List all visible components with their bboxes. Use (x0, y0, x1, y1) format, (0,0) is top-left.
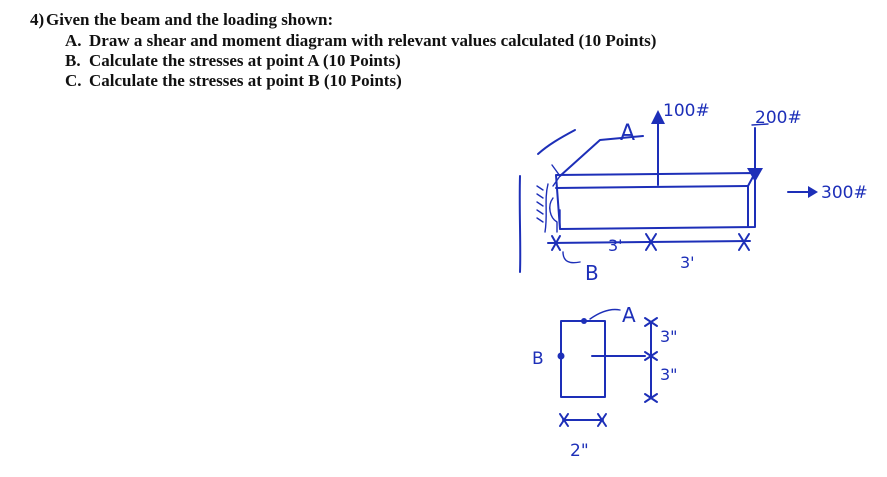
section-top-tick (644, 317, 658, 327)
axial-force-head (808, 186, 818, 198)
fixed-wall-support (518, 129, 576, 273)
problem-block: 4) Given the beam and the loading shown:… (12, 9, 772, 91)
problem-header: 4) Given the beam and the loading shown: (12, 9, 772, 31)
problem-part-c: C. Calculate the stresses at point B (10… (65, 71, 772, 91)
downward-force-head (747, 168, 763, 182)
problem-part-b: B. Calculate the stresses at point A (10… (65, 51, 772, 71)
span-right-tick (738, 233, 750, 251)
wall-hatch-ticks (536, 185, 544, 223)
wall-line (518, 175, 522, 273)
cross-section (557, 308, 658, 427)
span-first-label: 3' (608, 236, 623, 255)
section-lower-height-label: 3" (660, 365, 678, 384)
upward-force-label: 100# (663, 101, 710, 121)
span-dimension-line (547, 233, 751, 264)
point-b-leader (562, 251, 581, 264)
point-b-section-label: B (532, 349, 544, 369)
point-a-beam-label: A (620, 121, 635, 146)
downward-force-arrow (747, 123, 769, 182)
part-letter: A. (65, 31, 82, 50)
part-text: Calculate the stresses at point A (10 Po… (89, 51, 401, 70)
section-point-a-dot (581, 318, 587, 324)
part-text: Calculate the stresses at point B (10 Po… (89, 71, 402, 90)
axial-force-label: 300# (821, 183, 868, 203)
upward-force-arrow (651, 110, 665, 186)
point-b-beam-label: B (585, 261, 599, 285)
point-a-section-label: A (622, 303, 636, 327)
section-point-a-leader (589, 308, 621, 320)
span-dimension-baseline (547, 240, 751, 244)
section-bottom-tick (644, 393, 658, 403)
wall-bottom-curve (549, 197, 558, 233)
problem-part-a: A. Draw a shear and moment diagram with … (65, 31, 772, 51)
problem-parts-list: A. Draw a shear and moment diagram with … (12, 31, 772, 91)
span-left-tick (551, 235, 561, 251)
wall-hatch (544, 183, 549, 233)
beam-end-face (747, 172, 756, 228)
span-second-label: 3' (680, 253, 695, 272)
problem-number: 4) (30, 10, 45, 29)
cross-section-rectangle (560, 320, 606, 398)
problem-statement: Given the beam and the loading shown: (46, 10, 334, 29)
section-width-right-tick (597, 413, 607, 427)
part-text: Draw a shear and moment diagram with rel… (89, 31, 657, 50)
span-middle-tick (645, 233, 657, 251)
axial-force-arrow (787, 186, 818, 198)
beam-front-face (555, 172, 756, 230)
section-middle-tick (644, 351, 658, 361)
section-width-left-tick (559, 413, 569, 427)
beam (555, 135, 756, 230)
downward-force-label: 200# (755, 108, 802, 128)
section-point-b-dot (557, 352, 565, 360)
upward-force-head (651, 110, 665, 124)
wall-slant-line (537, 129, 576, 155)
part-letter: C. (65, 71, 82, 90)
part-letter: B. (65, 51, 81, 70)
beam-back-top-edge (559, 135, 644, 177)
section-upper-height-label: 3" (660, 327, 678, 346)
beam-top-edge (555, 185, 749, 189)
section-width-label: 2" (570, 441, 589, 461)
downward-force-tail-tick (751, 123, 769, 126)
